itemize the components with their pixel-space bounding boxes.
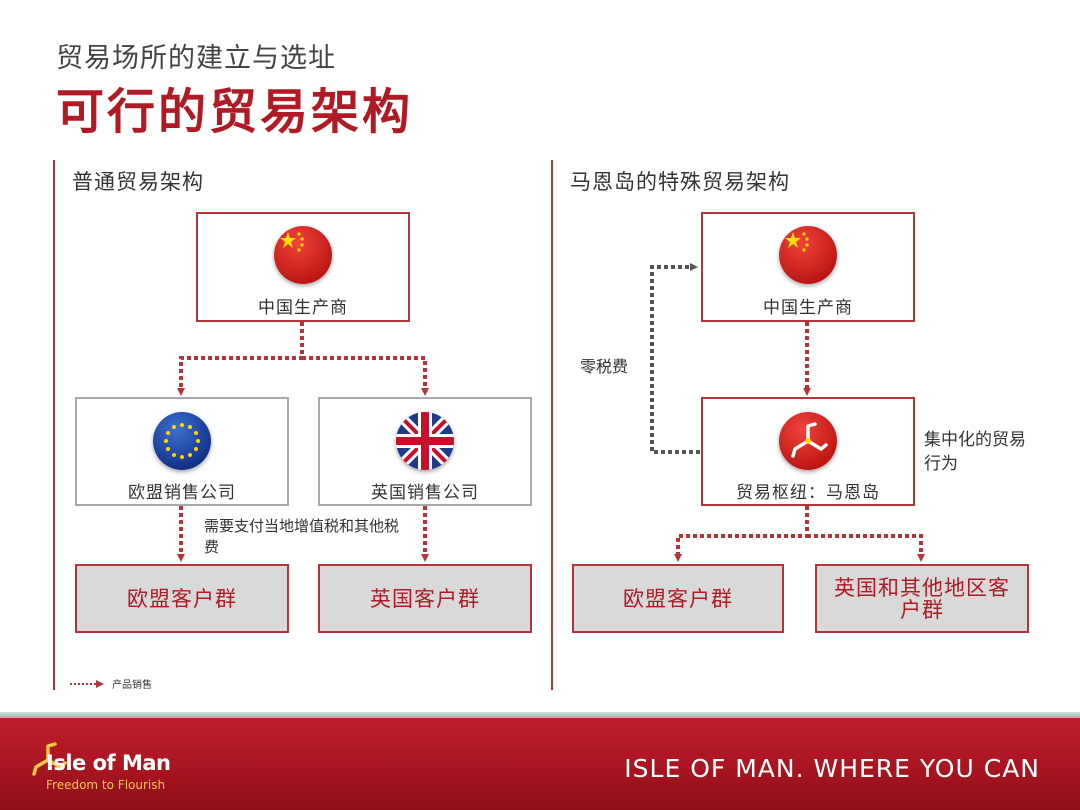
footer-slogan: ISLE OF MAN. WHERE YOU CAN	[624, 754, 1040, 783]
left-uk-customers-box: 英国客户群	[318, 564, 532, 633]
left-section-rule	[53, 160, 55, 690]
slide-title: 可行的贸易架构	[56, 84, 414, 140]
eu-flag-icon	[153, 412, 211, 470]
uk-sales-company-box: 英国销售公司	[318, 397, 532, 506]
left-eu-customers-label: 欧盟客户群	[127, 586, 237, 611]
right-producer-label: 中国生产商	[763, 298, 853, 318]
logo-tagline: Freedom to Flourish	[46, 778, 166, 792]
center-divider	[551, 160, 553, 690]
isle-of-man-triskelion-icon	[779, 412, 837, 470]
slide-subtitle: 贸易场所的建立与选址	[56, 43, 336, 74]
footer-bar	[0, 718, 1080, 810]
tax-note: 需要支付当地增值税和其他税费	[204, 517, 400, 556]
left-producer-label: 中国生产商	[258, 298, 348, 318]
trade-hub-box: 贸易枢纽：马恩岛	[701, 397, 915, 506]
right-section-title: 马恩岛的特殊贸易架构	[570, 170, 790, 194]
left-eu-customers-box: 欧盟客户群	[75, 564, 289, 633]
eu-sales-company-box: 欧盟销售公司	[75, 397, 289, 506]
trade-hub-label: 贸易枢纽：马恩岛	[736, 483, 880, 503]
left-uk-customers-label: 英国客户群	[370, 586, 480, 611]
centralized-trade-note: 集中化的贸易行为	[924, 430, 1026, 474]
china-flag-icon	[274, 226, 332, 284]
legend-label: 产品销售	[112, 680, 152, 691]
right-uk-other-customers-label: 英国和其他地区客户群	[834, 575, 1010, 622]
right-eu-customers-label: 欧盟客户群	[623, 586, 733, 611]
right-eu-customers-box: 欧盟客户群	[572, 564, 784, 633]
eu-sales-company-label: 欧盟销售公司	[128, 483, 236, 503]
uk-flag-icon	[396, 412, 454, 470]
logo-name: Isle of Man	[46, 751, 171, 775]
right-uk-other-customers-box: 英国和其他地区客户群	[815, 564, 1029, 633]
china-flag-icon	[779, 226, 837, 284]
footer-edge	[0, 712, 1080, 720]
zero-tax-note: 零税费	[580, 357, 629, 376]
uk-sales-company-label: 英国销售公司	[371, 483, 479, 503]
isle-of-man-logo-icon	[28, 740, 258, 800]
left-section-title: 普通贸易架构	[72, 170, 204, 194]
right-producer-box: 中国生产商	[701, 212, 915, 322]
left-producer-box: 中国生产商	[196, 212, 410, 322]
